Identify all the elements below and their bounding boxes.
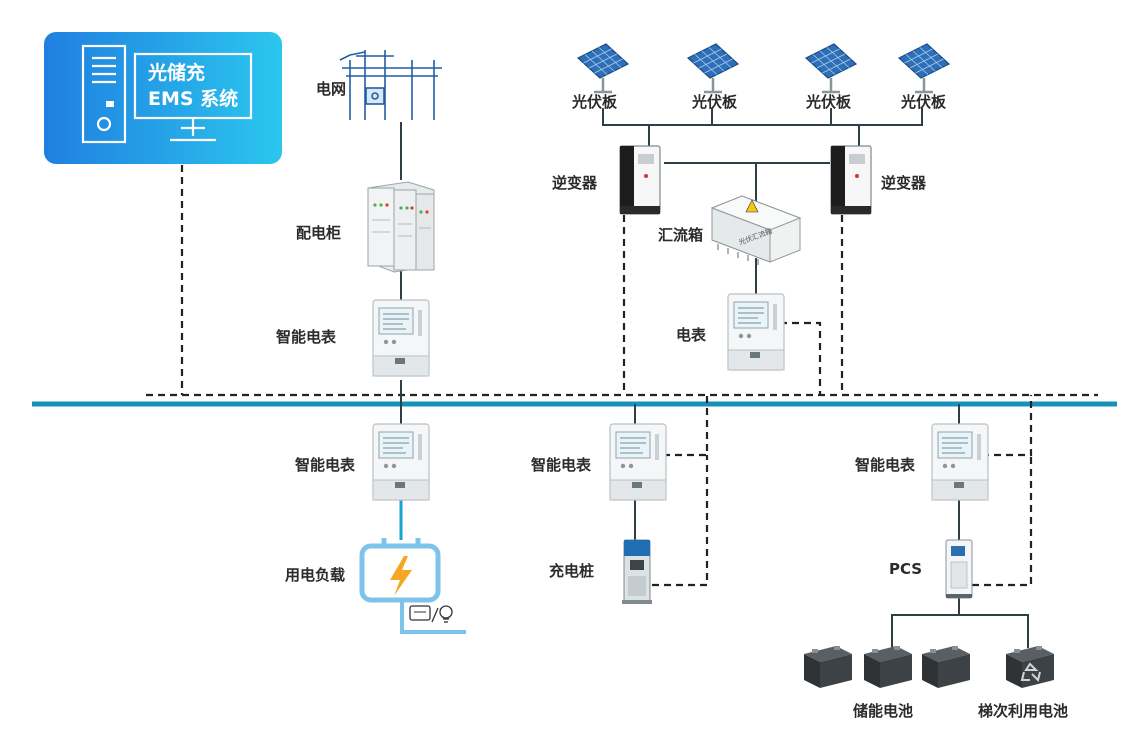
battery-icon (922, 646, 970, 688)
smart-meter-label-top: 智能电表 (276, 328, 337, 346)
smart-meter-label-pcs: 智能电表 (855, 456, 916, 474)
bulb-icon (439, 605, 453, 623)
panel-label-2: 光伏板 (692, 93, 738, 111)
inverter-label-right: 逆变器 (881, 174, 927, 192)
ems-title-line2: EMS 系统 (148, 88, 239, 110)
meter-icon (372, 423, 430, 501)
load-label: 用电负载 (285, 566, 346, 584)
solar-panel-icon (686, 42, 740, 94)
charger-label: 充电桩 (549, 562, 595, 580)
second-life-battery-label: 梯次利用电池 (978, 702, 1069, 720)
battery-icon (804, 646, 852, 688)
load-icon (359, 538, 466, 634)
meter-icon (372, 299, 430, 377)
cabinet-label: 配电柜 (296, 224, 342, 242)
combiner-box-icon (710, 195, 802, 265)
power-tower-icon (339, 50, 442, 120)
panel-label-3: 光伏板 (806, 93, 852, 111)
recycle-icon (1020, 662, 1041, 682)
charger-icon (622, 539, 652, 604)
pcs-label: PCS (889, 560, 923, 578)
smart-meter-label-load: 智能电表 (295, 456, 356, 474)
battery-icon (864, 646, 912, 688)
solar-panel-icon (804, 42, 858, 94)
pc-tower-icon (81, 44, 127, 144)
ems-title-line1: 光储充 (148, 62, 206, 84)
grid-label: 电网 (316, 80, 347, 98)
lightning-icon (390, 556, 412, 596)
battery-icon (1006, 646, 1054, 688)
inverter-icon (830, 145, 872, 215)
ems-system-box (44, 32, 282, 164)
panel-label-4: 光伏板 (901, 93, 947, 111)
power-lines (400, 108, 1029, 648)
combiner-label: 汇流箱 (658, 226, 704, 244)
solar-panel-icon (897, 42, 951, 94)
meter-label: 电表 (676, 326, 707, 344)
panel-label-1: 光伏板 (572, 93, 618, 111)
solar-panel-icon (576, 42, 630, 94)
meter-icon (727, 293, 785, 371)
pcs-icon (945, 539, 973, 599)
meter-icon (609, 423, 667, 501)
monitor-icon (133, 52, 253, 142)
communication-lines (146, 165, 1098, 587)
inverter-icon (619, 145, 661, 215)
cabinet-icon (367, 181, 435, 273)
storage-battery-label: 储能电池 (853, 702, 914, 720)
inverter-label-left: 逆变器 (552, 174, 598, 192)
meter-icon (931, 423, 989, 501)
smart-meter-label-charger: 智能电表 (531, 456, 592, 474)
